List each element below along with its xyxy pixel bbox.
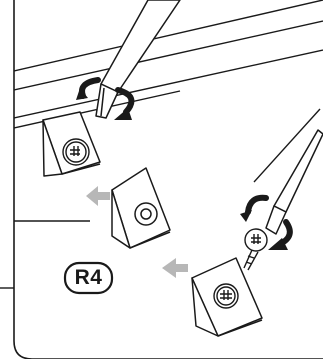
shelf-structure	[14, 0, 323, 221]
screw-icon	[214, 284, 238, 308]
screw-icon	[63, 139, 89, 165]
screwdriver-icon	[266, 130, 323, 234]
screw-icon	[244, 229, 267, 270]
step-label: R4	[65, 263, 112, 293]
bracket-hole	[112, 168, 170, 248]
